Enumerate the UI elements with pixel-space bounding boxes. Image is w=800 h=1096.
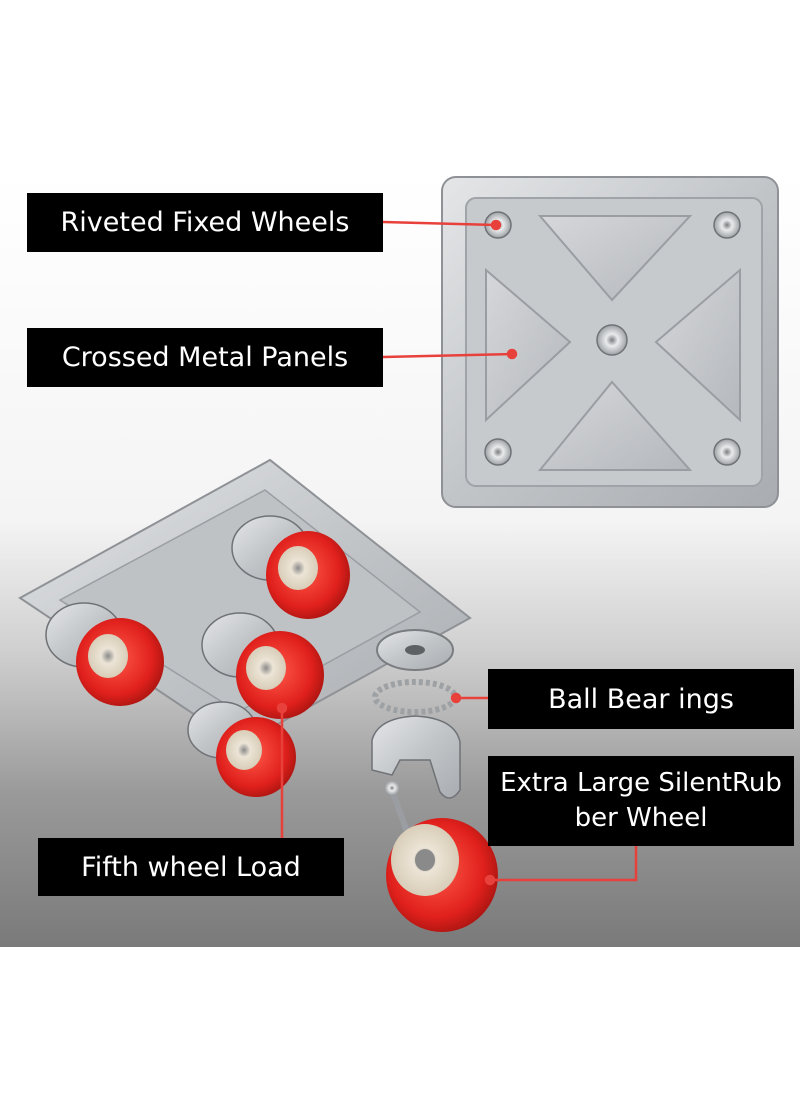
ball-bearings-label: Ball Bear ings xyxy=(488,669,794,729)
panel-top xyxy=(537,215,693,302)
panel-right xyxy=(654,267,741,423)
panel-bottom xyxy=(537,380,693,471)
caster-assembly xyxy=(18,458,472,797)
leader-lines xyxy=(276,219,638,886)
extra-large-wheel-label: Extra Large SilentRub ber Wheel xyxy=(488,756,794,846)
riveted-fixed-wheels-label: Riveted Fixed Wheels xyxy=(27,193,383,252)
rivet-icon xyxy=(713,438,741,466)
center-rivet-icon xyxy=(596,324,628,356)
rivet-icon xyxy=(713,211,741,239)
caster-fork xyxy=(371,715,461,799)
extra-large-wheel-label-line1: Extra Large SilentRub xyxy=(500,768,782,798)
caster-wheel xyxy=(45,602,164,706)
crossed-metal-panels-label: Crossed Metal Panels xyxy=(27,328,383,387)
ball-bearing-ring xyxy=(372,679,458,715)
panel-left xyxy=(485,267,572,423)
fifth-wheel-load-label: Fifth wheel Load xyxy=(38,838,344,896)
caster-wheel xyxy=(187,701,296,797)
caster-wheel xyxy=(201,612,324,719)
extra-large-wheel-label-line2: ber Wheel xyxy=(574,803,708,833)
rivet-icon xyxy=(484,438,512,466)
caster-wheel xyxy=(231,515,350,619)
top-plate xyxy=(441,176,779,508)
exploded-parts xyxy=(371,629,498,932)
